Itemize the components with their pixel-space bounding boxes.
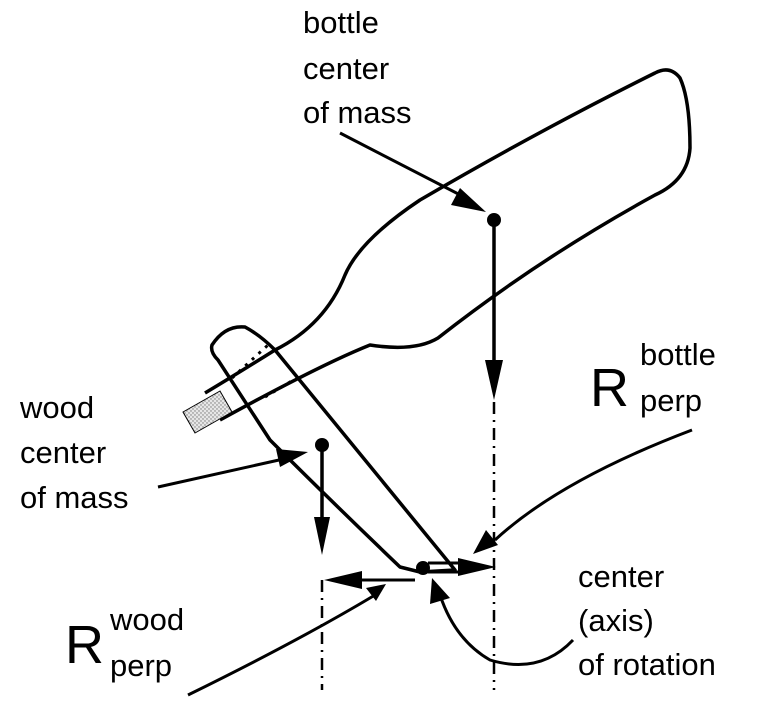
bottle-lever-arm-arrowhead xyxy=(458,558,496,576)
wood-lever-arm-arrowhead xyxy=(324,571,362,589)
wood-com-pointer-line xyxy=(157,456,289,489)
bottle-outline xyxy=(204,68,692,422)
axis-of-rotation-dot xyxy=(416,561,430,575)
axis-label-line-3: of rotation xyxy=(578,647,716,682)
r-wood-pointer-arrowhead xyxy=(366,584,386,601)
r-bottle-main: R xyxy=(590,358,629,418)
r-bottle-pointer-arrowhead xyxy=(473,530,498,554)
r-wood-superscript: wood xyxy=(109,602,184,637)
wood-com-label-line-1: wood xyxy=(19,390,94,425)
r-wood-subscript: perp xyxy=(110,648,172,683)
r-bottle-pointer-curve xyxy=(493,428,693,542)
r-bottle-superscript: bottle xyxy=(640,337,716,372)
axis-pointer-curve xyxy=(438,594,575,666)
wood-weight-arrowhead xyxy=(314,517,330,555)
wood-board xyxy=(209,325,457,574)
bottle-hidden-edge-lower xyxy=(264,374,301,399)
cork xyxy=(182,390,233,434)
wood-com-pointer-arrowhead xyxy=(276,449,308,467)
bottle-com-label-line-2: center xyxy=(303,51,389,86)
wood-com-label-line-3: of mass xyxy=(20,480,129,515)
axis-pointer-arrowhead xyxy=(430,578,450,604)
bottle-weight-arrowhead xyxy=(485,360,503,400)
bottle-com-label-line-1: bottle xyxy=(303,5,379,40)
bottle-com-pointer-arrowhead xyxy=(451,188,486,212)
r-wood-main: R xyxy=(65,615,104,675)
bottle-com-label-line-3: of mass xyxy=(303,95,412,130)
axis-label-line-1: center xyxy=(578,559,664,594)
r-wood-pointer-curve xyxy=(187,593,376,697)
bottle-com-pointer-line xyxy=(339,131,471,202)
r-bottle-subscript: perp xyxy=(640,383,702,418)
axis-label-line-2: (axis) xyxy=(578,603,654,638)
wood-com-label-line-2: center xyxy=(20,435,106,470)
